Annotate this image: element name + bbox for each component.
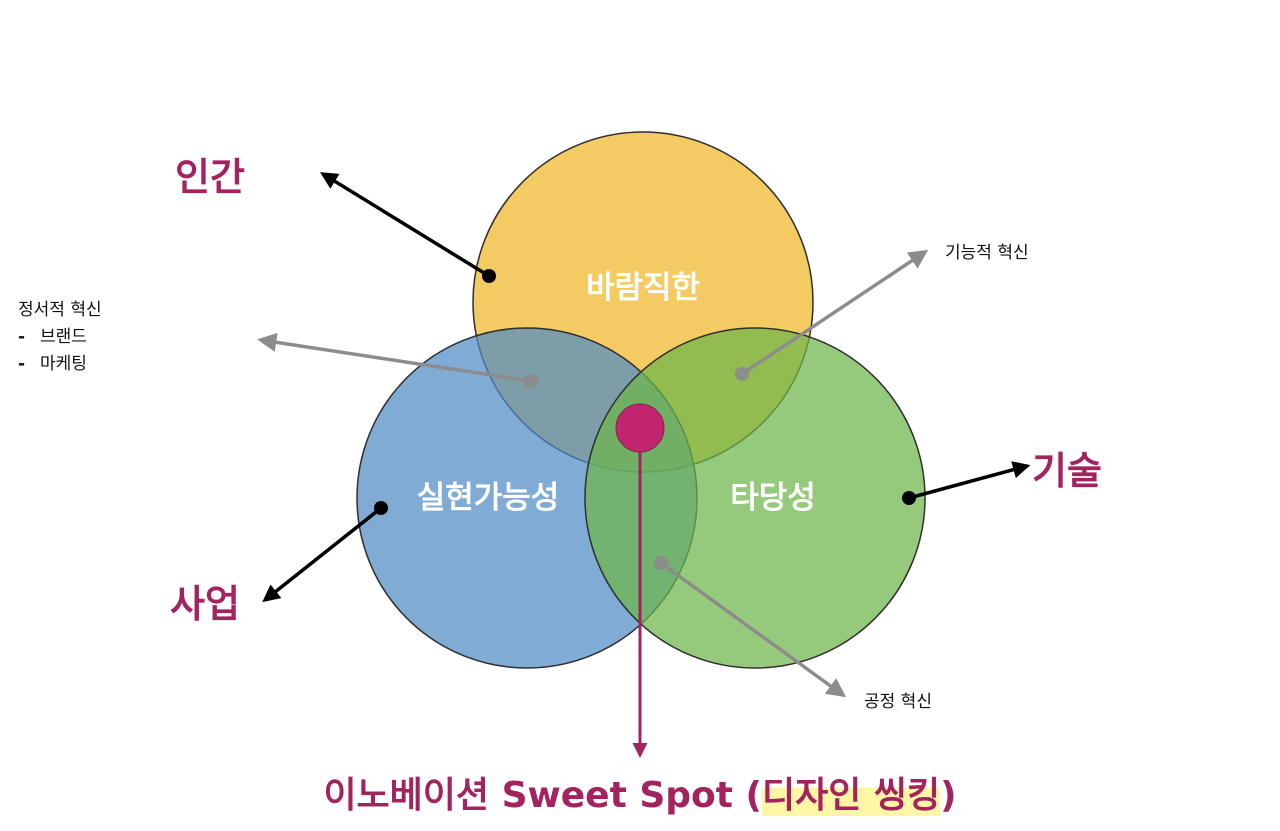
sweet-spot-dot <box>615 403 665 453</box>
emotional-item: -마케팅 <box>18 351 102 378</box>
bullet-dash: - <box>18 327 26 347</box>
business-arrow <box>262 506 383 603</box>
emotional-innovation-title: 정서적 혁신 <box>18 300 102 320</box>
process-arrow-dot <box>654 556 668 570</box>
desirable-label: 바람직한 <box>586 270 700 306</box>
business-label: 사업 <box>170 582 240 626</box>
bullet-dash: - <box>18 354 26 374</box>
process-innovation-label: 공정 혁신 <box>864 692 932 712</box>
functional-innovation-label: 기능적 혁신 <box>945 243 1029 263</box>
functional-arrow-dot <box>735 367 749 381</box>
human-arrow <box>320 172 490 278</box>
technology-arrow-dot <box>902 491 916 505</box>
emotional-item: -브랜드 <box>18 324 102 351</box>
functional-arrow <box>741 249 929 376</box>
viable-circle <box>584 327 926 669</box>
business-arrow-dot <box>374 501 388 515</box>
emotional-arrow <box>257 332 532 383</box>
emotional-item-text: 브랜드 <box>40 327 87 347</box>
emotional-innovation-block: 정서적 혁신 -브랜드 -마케팅 <box>18 297 102 378</box>
emotional-item-text: 마케팅 <box>40 354 87 374</box>
human-label: 인간 <box>175 155 245 199</box>
sweet-spot-caption: 이노베이션 Sweet Spot (디자인 씽킹) <box>0 766 1280 818</box>
feasible-label: 실현가능성 <box>417 480 560 516</box>
process-arrow <box>659 561 847 698</box>
technology-label: 기술 <box>1032 449 1102 493</box>
sweet-spot-prefix: 이노베이션 Sweet Spot ( <box>323 775 762 816</box>
viable-label: 타당성 <box>730 480 816 516</box>
human-arrow-dot <box>482 269 496 283</box>
sweet-spot-suffix: ) <box>940 775 957 816</box>
technology-arrow <box>908 461 1031 500</box>
emotional-arrow-dot <box>524 374 538 388</box>
sweet-spot-highlight: 디자인 씽킹 <box>761 775 941 816</box>
